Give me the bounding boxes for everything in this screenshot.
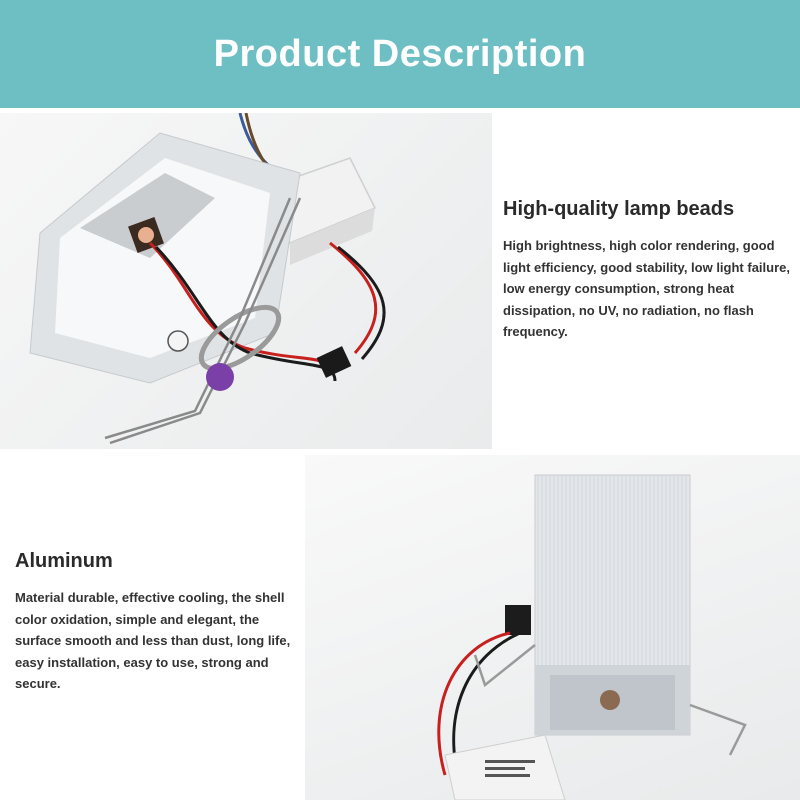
aluminum-cube-photo xyxy=(305,455,800,800)
feature-lamp-beads: High-quality lamp beads High brightness,… xyxy=(503,198,795,343)
feature-description: Material durable, effective cooling, the… xyxy=(15,590,291,691)
feature-title: High-quality lamp beads xyxy=(503,198,735,220)
feature-description: High brightness, high color rendering, g… xyxy=(503,238,790,339)
page-title: Product Description xyxy=(213,32,587,75)
feature-aluminum: Aluminum Material durable, effective coo… xyxy=(15,550,300,695)
header-banner: Product Description xyxy=(0,0,800,108)
lamp-beads-photo xyxy=(0,113,492,449)
feature-title: Aluminum xyxy=(15,550,113,572)
